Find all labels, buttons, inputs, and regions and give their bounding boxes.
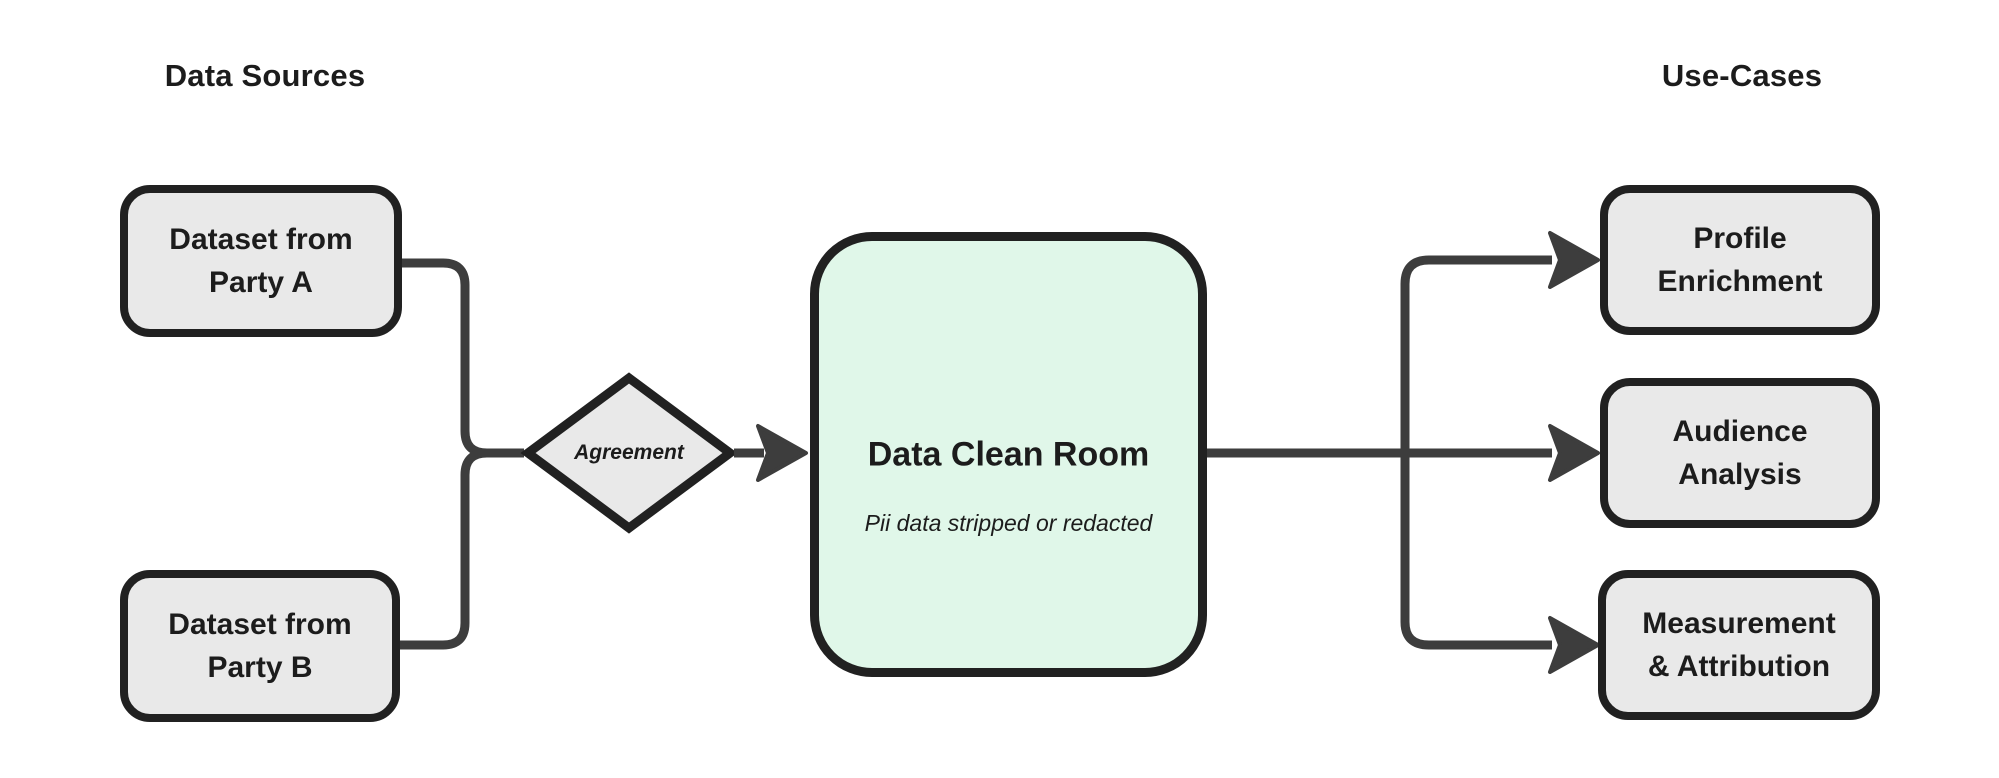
node-label-line: Dataset from: [169, 223, 353, 256]
connector-party-b-to-agreement: [400, 448, 524, 650]
node-label-line: Measurement: [1642, 607, 1836, 640]
arrowhead-into-audience: [1548, 424, 1600, 482]
clean-room-subtitle: Pii data stripped or redacted: [864, 510, 1153, 536]
connector-branch-to-measurement: [1400, 453, 1552, 650]
node-dataset-party-b: Dataset from Party B: [120, 570, 400, 722]
node-label-line: Audience: [1672, 415, 1808, 448]
node-measurement-attribution: Measurement & Attribution: [1598, 570, 1880, 720]
connector-party-a-to-agreement: [402, 258, 524, 458]
heading-use-cases: Use-Cases: [1661, 58, 1823, 93]
node-dataset-party-a: Dataset from Party A: [120, 185, 402, 337]
node-profile-enrichment: Profile Enrichment: [1600, 185, 1880, 335]
node-audience-analysis: Audience Analysis: [1600, 378, 1880, 528]
agreement-diamond-shape: [520, 372, 738, 534]
node-label-line: Dataset from: [168, 608, 352, 641]
node-label-line: Party A: [209, 266, 313, 299]
node-data-clean-room: Data Clean Room Pii data stripped or red…: [810, 232, 1207, 677]
clean-room-title: Data Clean Room: [867, 435, 1150, 473]
arrowhead-into-profile: [1548, 231, 1600, 289]
node-label-line: & Attribution: [1647, 650, 1831, 683]
agreement-diamond-label: Agreement: [574, 441, 684, 464]
connector-branch-to-profile: [1400, 255, 1552, 453]
arrowhead-into-cleanroom: [756, 424, 808, 482]
arrowhead-into-measurement: [1548, 616, 1600, 674]
node-label-line: Enrichment: [1657, 265, 1823, 298]
node-label-line: Profile: [1693, 222, 1787, 255]
node-label-line: Party B: [207, 651, 313, 684]
heading-data-sources: Data Sources: [164, 58, 366, 93]
node-label-line: Analysis: [1678, 458, 1802, 491]
